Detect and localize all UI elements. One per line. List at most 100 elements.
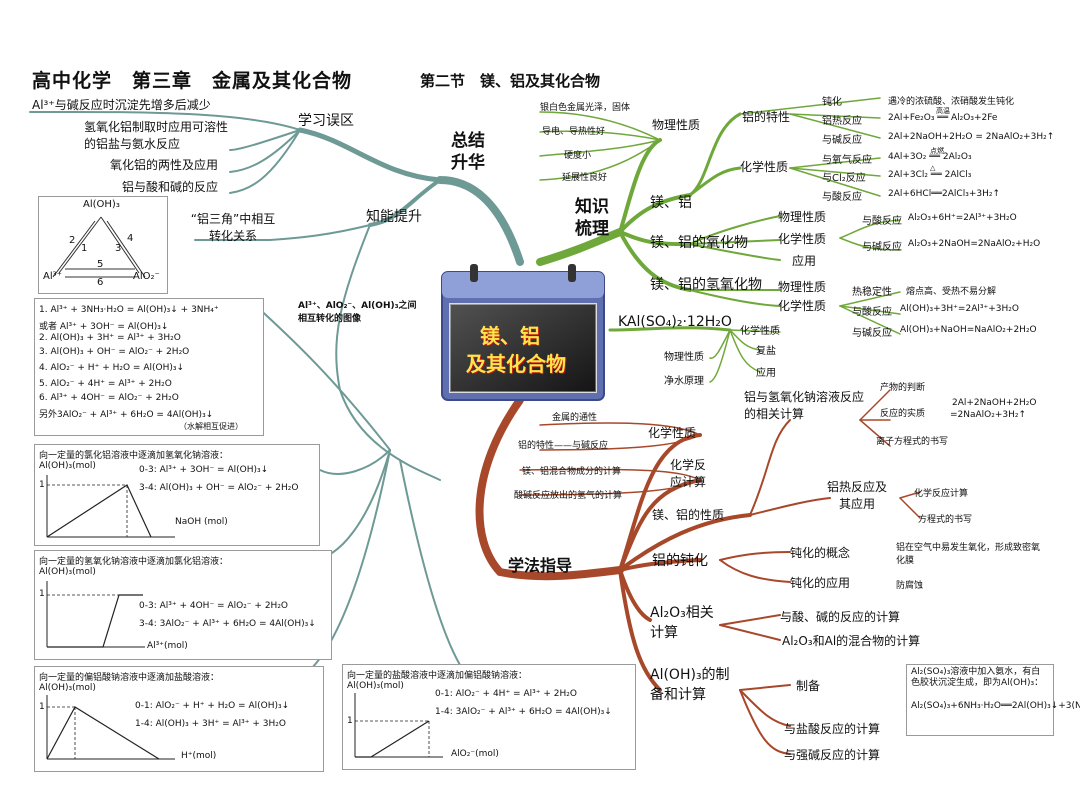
thermite-method: 铝热反应及其应用 <box>826 480 887 511</box>
eq-1b: 或者 Al³⁺ + 3OH⁻ = Al(OH)₃↓ <box>39 322 169 332</box>
passiv-app-desc: 防腐蚀 <box>896 581 924 591</box>
eq-2: 2. Al(OH)₃ + 3H⁺ = Al³⁺ + 3H₂O <box>39 333 181 343</box>
thermite-item-1: 化学反应计算 <box>914 489 969 499</box>
hyd-acid-eq: Al(OH)₃+3H⁺=2Al³⁺+3H₂O <box>900 304 1019 314</box>
acid-eq: 2Al+6HCl══2AlCl₃+3H₂↑ <box>888 189 1000 199</box>
chart-4-plot <box>354 693 443 758</box>
tri-n6: 6 <box>97 277 104 288</box>
hyd-base: 与碱反应 <box>852 328 892 339</box>
tri-node-right: AlO₂⁻ <box>133 271 160 282</box>
equations-box: 1. Al³⁺ + 3NH₃·H₂O = Al(OH)₃↓ + 3NH₄⁺ 或者… <box>34 298 264 436</box>
prep-label: 制备 <box>796 679 821 693</box>
chart-2-eq1: 0-3: Al³⁺ + 4OH⁻ = AlO₂⁻ + 2H₂O <box>139 601 289 611</box>
chart-3-eq2: 1-4: Al(OH)₃ + 3H⁺ = Al³⁺ + 3H₂O <box>135 719 286 729</box>
hyd-heat-desc: 熔点高、受热不易分解 <box>906 287 997 297</box>
al2o3-item-2: Al₂O₃和Al的混合物的计算 <box>782 634 921 648</box>
al-naoh-label: 铝与氢氧化钠溶液反应的相关计算 <box>744 390 865 421</box>
ability-label: 知能提升 <box>366 209 422 225</box>
chart-4-eq1: 0-1: AlO₂⁻ + 4H⁺ = Al³⁺ + 2H₂O <box>435 689 577 699</box>
chart-2-title: 向一定量的氢氧化钠溶液中逐滴加氯化铝溶液： <box>39 557 229 567</box>
al-triangle-box: Al(OH)₃ Al³⁺ AlO₂⁻ 2 1 3 4 5 6 <box>38 196 168 294</box>
eq-4: 4. AlO₂⁻ + H⁺ + H₂O = Al(OH)₃↓ <box>39 363 184 373</box>
chart-1-eq1: 0-3: Al³⁺ + 3OH⁻ = Al(OH)₃↓ <box>139 465 269 475</box>
with-naoh: 与强碱反应的计算 <box>784 748 881 762</box>
chart-2-xlabel: Al³⁺(mol) <box>147 641 188 651</box>
chem-label: 化学性质 <box>740 160 789 174</box>
tri-n1: 1 <box>81 243 88 254</box>
eq-note: （水解相互促进） <box>179 422 243 431</box>
al2o3-item-1: 与酸、碱的反应的计算 <box>780 610 901 624</box>
passivation-desc: 遇冷的浓硫酸、浓硝酸发生钝化 <box>888 97 1015 107</box>
thermite-cond: 高温 <box>936 107 950 115</box>
al-naoh-item-1: 产物的判断 <box>880 383 926 393</box>
thermite-eq: 2Al+Fe₂O₃ ══ Al₂O₃+2Fe <box>888 113 998 123</box>
hub-summary: 总结升华 <box>451 131 485 173</box>
phys-item-1: 银白色金属光泽，固体 <box>540 103 631 113</box>
eq-3: 3. Al(OH)₃ + OH⁻ = AlO₂⁻ + 2H₂O <box>39 347 190 357</box>
o2-eq: 4Al+3O₂ ══ 2Al₂O₃ <box>888 152 972 162</box>
aloh3-label: Al(OH)₃的制备和计算 <box>650 667 730 703</box>
hyd-chem: 化学性质 <box>778 299 827 313</box>
o2: 与氧气反应 <box>822 155 872 166</box>
chart-1-box: 向一定量的氯化铝溶液中逐滴加氢氧化钠溶液： Al(OH)₃(mol) 1 NaO… <box>34 444 320 546</box>
graph-topic: Al³⁺、AlO₂⁻、Al(OH)₃之间相互转化的图像 <box>298 301 417 324</box>
with-base-eq: 2Al+2NaOH+2H₂O = 2NaAlO₂+3H₂↑ <box>888 132 1055 142</box>
method-chem-prop: 化学性质 <box>648 426 697 440</box>
cl2-eq: 2Al+3Cl₂ ══ 2AlCl₃ <box>888 170 972 180</box>
chart-1-ylabel: Al(OH)₃(mol) <box>39 461 96 471</box>
center-title-line1: 镁、铝 <box>480 324 540 348</box>
chart-3-ylabel: Al(OH)₃(mol) <box>39 683 96 693</box>
chart-2-ytick: 1 <box>39 589 45 599</box>
metal-common: 金属的通性 <box>552 413 598 423</box>
tri-node-left: Al³⁺ <box>43 271 62 282</box>
al-naoh-eq1: 2Al+2NaOH+2H₂O <box>952 398 1037 408</box>
chart-4-xlabel: AlO₂⁻(mol) <box>451 749 499 759</box>
prep-eq: Al₂(SO₄)₃+6NH₃·H₂O══2Al(OH)₃↓+3(NH₄)₂SO₄ <box>911 701 1080 711</box>
chart-1-ytick: 1 <box>39 480 45 490</box>
hyd-base-eq: Al(OH)₃+NaOH=NaAlO₂+2H₂O <box>900 325 1037 335</box>
oxide-phys: 物理性质 <box>778 210 827 224</box>
eq-6: 6. Al³⁺ + 4OH⁻ = AlO₂⁻ + 2H₂O <box>39 393 179 403</box>
hub-method: 学法指导 <box>508 556 573 575</box>
triangle-label: “铝三角”中相互转化关系 <box>190 212 276 243</box>
chart-4-eq2: 1-4: 3AlO₂⁻ + Al³⁺ + 6H₂O = 4Al(OH)₃↓ <box>435 707 612 717</box>
phys-item-2: 导电、导热性好 <box>542 127 606 137</box>
mistake-2: 氢氧化铝制取时应用可溶性的铝盐与氨水反应 <box>84 120 229 151</box>
oxide-app: 应用 <box>792 254 817 268</box>
mistakes-label: 学习误区 <box>298 113 354 129</box>
hyd-acid: 与酸反应 <box>852 307 892 318</box>
tri-n3: 3 <box>115 243 122 254</box>
thermite-item-2: 方程式的书写 <box>918 515 973 525</box>
chart-1-title: 向一定量的氯化铝溶液中逐滴加氢氧化钠溶液： <box>39 451 229 461</box>
mistake-4: 铝与酸和碱的反应 <box>122 180 219 194</box>
with-base: 与碱反应 <box>822 135 862 146</box>
cl2: 与Cl₂反应 <box>822 173 866 184</box>
chart-2-box: 向一定量的氢氧化钠溶液中逐滴加氯化铝溶液： Al(OH)₃(mol) 1 Al³… <box>34 550 332 660</box>
tri-node-top: Al(OH)₃ <box>83 199 120 210</box>
chart-3-box: 向一定量的偏铝酸钠溶液中逐滴加盐酸溶液： Al(OH)₃(mol) 1 H⁺(m… <box>34 666 324 772</box>
oxide-base: 与碱反应 <box>862 242 902 253</box>
chart-1-eq2: 3-4: Al(OH)₃ + OH⁻ = AlO₂⁻ + 2H₂O <box>139 483 299 493</box>
hub-knowledge: 知识梳理 <box>575 197 609 239</box>
node-alum: KAl(SO₄)₂·12H₂O <box>618 314 732 330</box>
center-title-line2: 及其化合物 <box>466 352 566 376</box>
chart-3-xlabel: H⁺(mol) <box>181 751 217 761</box>
chart-2-plot <box>46 581 145 648</box>
page-subtitle: 第二节 镁、铝及其化合物 <box>420 72 601 90</box>
passiv-concept: 钝化的概念 <box>790 546 851 560</box>
hyd-phys: 物理性质 <box>778 280 827 294</box>
page-title: 高中化学 第三章 金属及其化合物 <box>32 70 353 92</box>
tri-n4: 4 <box>127 233 134 244</box>
passivation: 钝化 <box>822 97 842 108</box>
al-naoh-item-3: 离子方程式的书写 <box>876 437 949 447</box>
phys-item-4: 延展性良好 <box>562 173 608 183</box>
acid: 与酸反应 <box>822 192 862 203</box>
calc-item-1: 镁、铝混合物成分的计算 <box>522 467 622 477</box>
chart-3-title: 向一定量的偏铝酸钠溶液中逐滴加盐酸溶液： <box>39 673 220 683</box>
mg-al-prop: 镁、铝的性质 <box>652 508 725 522</box>
phys-label: 物理性质 <box>652 118 701 132</box>
passiv-app: 钝化的应用 <box>790 576 851 590</box>
eq-1: 1. Al³⁺ + 3NH₃·H₂O = Al(OH)₃↓ + 3NH₄⁺ <box>39 305 219 315</box>
alum-app: 应用 <box>756 368 776 379</box>
